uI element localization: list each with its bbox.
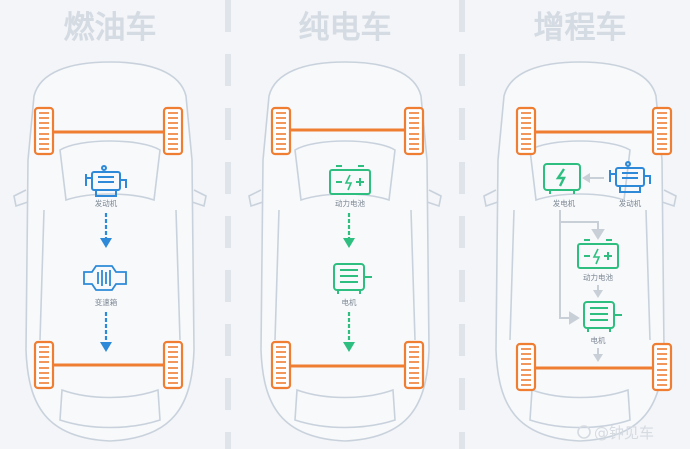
tire-front-right-ev [403, 106, 425, 156]
axle-rear-ev [270, 340, 425, 390]
arrow-down-icon [343, 213, 355, 248]
tire-front-right-fuel [162, 106, 184, 156]
tire-front-right-erev [651, 106, 673, 156]
tire-front-left-fuel [33, 106, 55, 156]
tire-rear-left-fuel [33, 340, 55, 390]
arrow-left-icon [582, 173, 604, 183]
motor-label-ev: 电机 [342, 297, 357, 307]
battery-label-ev: 动力电池 [335, 198, 365, 208]
flow-connector [559, 210, 605, 240]
car-outline-fuel [13, 61, 207, 442]
tire-front-left-ev [270, 106, 292, 156]
title-range-extender-car: 增程车 [534, 10, 627, 46]
flow-connector-bypass [559, 222, 580, 325]
arrow-down-icon [100, 213, 112, 248]
tire-rear-right-fuel [162, 340, 184, 390]
generator-label: 发电机 [553, 198, 576, 208]
car-outline-erev [483, 61, 677, 442]
battery-icon [329, 165, 371, 195]
gearbox-icon [83, 265, 127, 291]
axle-front-fuel [33, 106, 184, 156]
arrow-down-icon [343, 312, 355, 352]
motor-label-erev: 电机 [591, 335, 606, 345]
gearbox-label: 变速箱 [95, 297, 118, 307]
engine-icon [609, 161, 651, 193]
tire-rear-left-ev [270, 340, 292, 390]
battery-label-erev: 动力电池 [583, 272, 613, 282]
tire-rear-right-ev [403, 340, 425, 390]
motor-icon [583, 301, 622, 332]
axle-rear-erev [515, 342, 673, 392]
arrow-down-icon [593, 285, 603, 298]
generator-icon [543, 163, 581, 194]
watermark-text: @钟见车 [594, 424, 654, 442]
arrow-down-icon [100, 312, 112, 352]
axle-front-erev [515, 106, 673, 156]
arrow-down-icon [593, 348, 603, 362]
battery-icon [577, 239, 619, 269]
engine-icon [85, 165, 127, 197]
axle-front-ev [270, 106, 425, 156]
motor-icon [333, 263, 372, 294]
engine-label-fuel: 发动机 [95, 198, 118, 208]
axle-rear-fuel [33, 340, 184, 390]
title-fuel-car: 燃油车 [64, 10, 157, 46]
watermark: @钟见车 [577, 424, 654, 442]
tire-rear-left-erev [515, 342, 537, 392]
tire-front-left-erev [515, 106, 537, 156]
title-electric-car: 纯电车 [299, 10, 392, 46]
tire-rear-right-erev [651, 342, 673, 392]
engine-label-erev: 发动机 [619, 198, 642, 208]
weibo-logo-icon [577, 425, 591, 439]
car-outline-ev [248, 61, 442, 442]
